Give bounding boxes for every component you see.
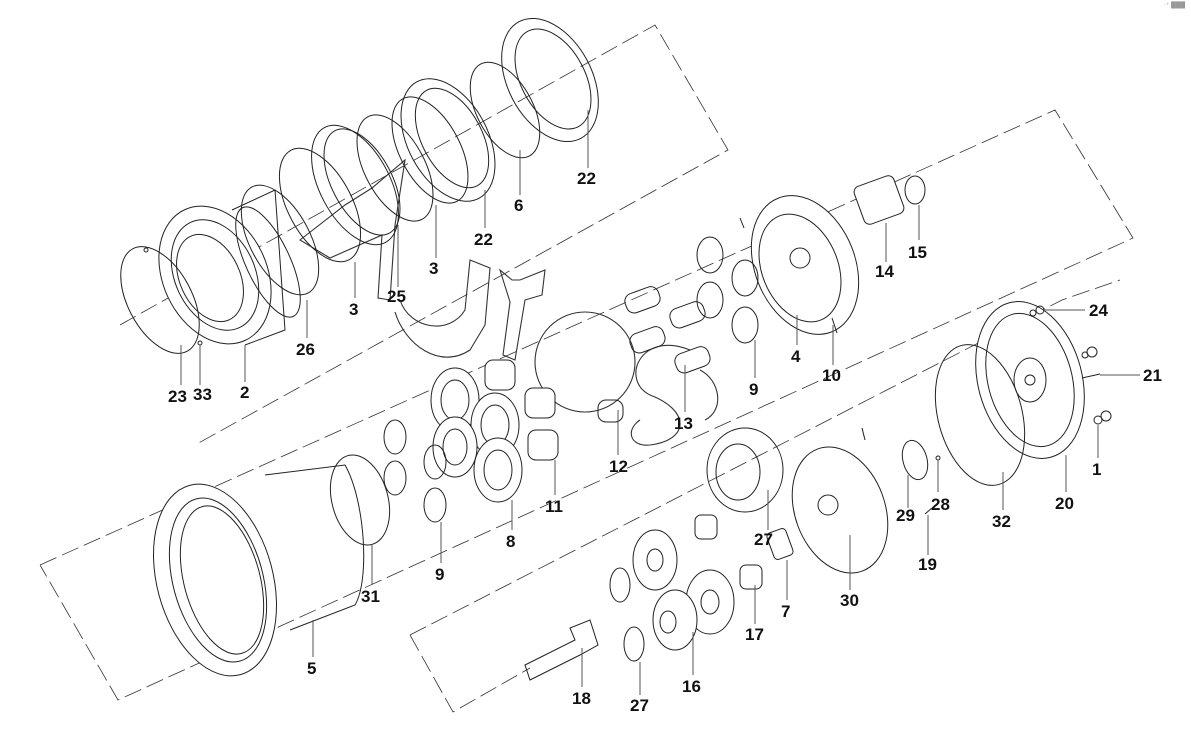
callout-29: 29	[896, 506, 915, 525]
part-17-needle-bearing	[694, 514, 763, 590]
callout-21: 21	[1143, 366, 1162, 385]
callout-11: 11	[545, 497, 563, 516]
callout-5: 5	[307, 659, 316, 678]
callout-4: 4	[791, 347, 801, 366]
part-29-snap-ring	[901, 439, 929, 481]
envelope-upper	[119, 24, 729, 446]
part-6-snap-ring	[469, 61, 541, 159]
callout-31: 31	[361, 587, 380, 606]
callout-25: 25	[387, 287, 406, 306]
part-2-hub-housing	[158, 189, 301, 346]
part-27-washers-lower	[609, 567, 645, 662]
part-27-thrust-ring	[706, 427, 784, 513]
callout-27: 27	[754, 530, 773, 549]
leader-lines	[180, 110, 1140, 695]
part-9-washers-middle	[383, 419, 447, 523]
part-13-pins	[624, 286, 711, 374]
callout-14: 14	[875, 262, 894, 281]
callout-32: 32	[992, 512, 1011, 531]
part-20-cover	[975, 301, 1085, 459]
callout-2: 2	[240, 383, 249, 402]
part-26-ring	[240, 184, 320, 296]
part-21-bolt	[1081, 373, 1101, 379]
part-9-thrust-washers-upper	[696, 236, 759, 344]
callout-12: 12	[609, 457, 628, 476]
part-7-shaft	[766, 528, 794, 560]
callout-22: 22	[474, 230, 493, 249]
callout-6: 6	[514, 196, 523, 215]
part-11-needle-bearings	[484, 359, 559, 461]
callout-27: 27	[630, 696, 649, 715]
callout-10: 10	[822, 366, 841, 385]
callout-28: 28	[931, 495, 950, 514]
callout-15: 15	[908, 243, 927, 262]
callout-9: 9	[749, 380, 758, 399]
envelope-lower	[409, 279, 1121, 636]
part-3-seal-rings	[278, 124, 401, 263]
part-16-planet-gears	[632, 529, 735, 651]
callout-19: 19	[918, 555, 937, 574]
callout-3: 3	[349, 300, 358, 319]
part-1-plug	[1081, 346, 1112, 425]
part-31-snap-ring	[329, 454, 391, 546]
part-28-ball	[935, 455, 941, 461]
callout-30: 30	[840, 591, 859, 610]
callout-23: 23	[168, 387, 187, 406]
callout-1: 1	[1092, 460, 1101, 479]
callout-3: 3	[429, 259, 438, 278]
part-3-seal-ring-b	[391, 96, 469, 204]
callout-22: 22	[577, 169, 596, 188]
part-8-planet-gears	[430, 367, 523, 503]
callout-8: 8	[506, 532, 515, 551]
part-22-bearing-b	[501, 17, 599, 143]
part-24-plug	[1029, 305, 1045, 317]
callout-18: 18	[572, 689, 591, 708]
assembly-envelopes	[39, 24, 1134, 713]
watermark	[299, 158, 719, 446]
callout-7: 7	[781, 602, 790, 621]
callout-labels: 23 33 2 26 3 25 3 22 6 22 14 15 4 10 9 2…	[168, 169, 1162, 715]
part-18-input-shaft	[524, 619, 599, 681]
callout-24: 24	[1089, 301, 1108, 320]
callout-16: 16	[682, 677, 701, 696]
part-14-spline-sleeve	[853, 175, 905, 225]
part-10-pin	[739, 217, 838, 334]
part-4-carrier	[750, 195, 860, 335]
envelope-lower-left	[409, 634, 531, 713]
corner-mark: ·⁺ ███	[1164, 2, 1185, 9]
callout-13: 13	[674, 414, 693, 433]
envelope-middle	[39, 109, 1134, 701]
callout-9: 9	[435, 565, 444, 584]
part-32-oring	[934, 344, 1026, 486]
callout-20: 20	[1055, 494, 1074, 513]
callout-17: 17	[745, 625, 764, 644]
part-30-carrier	[791, 446, 889, 574]
part-19-pin	[861, 427, 933, 515]
part-5-ring-gear-housing	[153, 464, 365, 677]
part-23-oring	[120, 246, 200, 354]
part-25-ring	[356, 114, 434, 222]
part-22-bearing-a	[400, 78, 496, 202]
part-15-snap-ring	[904, 175, 926, 205]
callout-26: 26	[296, 340, 315, 359]
callout-33: 33	[193, 385, 212, 404]
part-12-pin	[597, 399, 624, 423]
